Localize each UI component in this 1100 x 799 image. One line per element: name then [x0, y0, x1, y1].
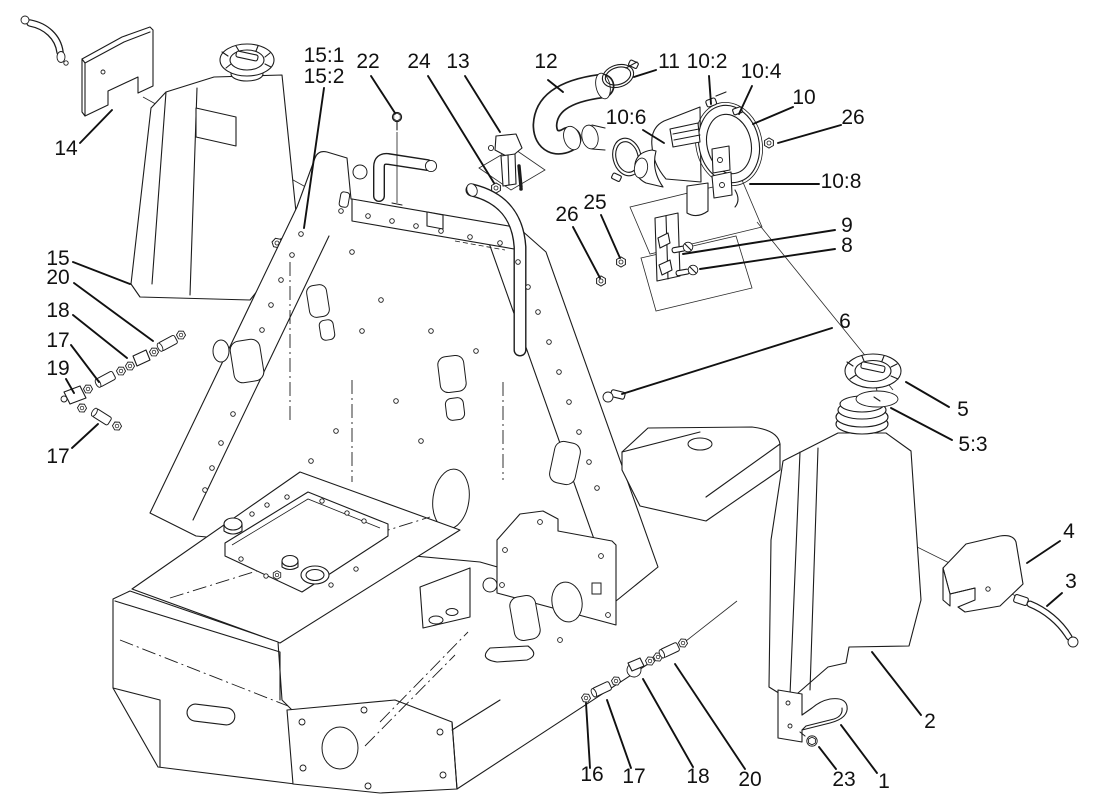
fuel-hose-3 [1013, 594, 1079, 648]
nut-26-lower [596, 275, 606, 287]
bolt-8 [675, 264, 699, 277]
left-tank-cap [219, 43, 275, 77]
bracket-4 [942, 535, 1024, 613]
bolt-9 [671, 241, 694, 254]
callout-25: 25 [583, 191, 606, 214]
callout-18-bottom: 18 [686, 765, 709, 788]
callout-13: 13 [446, 50, 469, 73]
fuel-hose-top-left [20, 15, 69, 66]
callout-4: 4 [1063, 520, 1075, 543]
fitting-chain-bottom [580, 636, 689, 705]
frame-side-plate [419, 510, 617, 663]
drain-valve-13 [478, 133, 546, 194]
callout-10-8: 10:8 [821, 170, 862, 193]
callout-8: 8 [841, 234, 853, 257]
right-tank-cap [844, 353, 902, 389]
callout-19: 19 [46, 357, 69, 380]
callout-14: 14 [54, 137, 78, 160]
callout-5: 5 [957, 398, 969, 421]
fitting-20-left [155, 334, 179, 353]
nut-25 [616, 256, 626, 268]
frame-engine-deck [223, 491, 389, 593]
bolt-23 [799, 731, 818, 747]
callout-22: 22 [356, 50, 379, 73]
callout-5-3: 5:3 [958, 433, 987, 456]
frame-fender-box [112, 590, 296, 785]
callout-leader-lines [65, 69, 1063, 774]
callout-17-lower: 17 [46, 445, 69, 468]
frame-small-holes [202, 208, 600, 493]
air-cleaner-assembly [532, 59, 774, 312]
callout-15: 15 [46, 247, 69, 270]
frame-right-platform [621, 426, 781, 522]
inlet-stub [581, 124, 606, 151]
callout-15-1: 15:1 [304, 44, 345, 67]
frame-front-panel [286, 699, 458, 794]
callout-20-bottom: 20 [738, 768, 761, 791]
fitting-17-lower [89, 406, 113, 427]
callout-9: 9 [841, 214, 853, 237]
left-fuel-tank [130, 43, 299, 301]
hose-clamp-10-6 [611, 137, 642, 182]
cap-gasket-5-3 [855, 380, 899, 408]
callout-15-2: 15:2 [304, 65, 345, 88]
elbow-fitting-18-left [132, 349, 151, 367]
callout-10-6: 10:6 [606, 106, 647, 129]
callout-6: 6 [839, 310, 851, 333]
air-cleaner-body [633, 91, 763, 217]
right-fuel-tank [768, 353, 922, 701]
callout-18-left: 18 [46, 299, 69, 322]
callout-3: 3 [1065, 570, 1077, 593]
callout-26-upper: 26 [841, 106, 864, 129]
callout-26-lower: 26 [555, 203, 578, 226]
bracket-1 [777, 689, 848, 747]
fitting-chain-left [60, 328, 188, 433]
callout-23: 23 [832, 768, 855, 791]
intake-hose-12 [532, 72, 615, 155]
mount-bracket-9-8 [640, 212, 753, 312]
hose-clamp-11 [601, 59, 639, 89]
bracket-14 [81, 26, 154, 117]
frame-loop-handle [373, 152, 438, 202]
callout-1: 1 [878, 770, 890, 793]
callout-10: 10 [792, 86, 815, 109]
frame-rollbar-tube [465, 183, 527, 357]
callout-17-left: 17 [46, 329, 69, 352]
callout-11: 11 [658, 50, 680, 73]
callout-labels: 14 15:1 15:2 22 24 13 12 11 10:2 10:4 10… [46, 44, 1077, 793]
nut-26-upper [764, 137, 774, 149]
right-tank-filler-neck [835, 395, 889, 435]
callout-10-4: 10:4 [741, 60, 782, 83]
callout-20-left: 20 [46, 266, 69, 289]
bolt-22 [391, 111, 403, 206]
callout-10-2: 10:2 [687, 50, 728, 73]
tank-window-cutout [195, 107, 237, 147]
hose-end-fitting [20, 15, 30, 25]
callout-17-bottom: 17 [622, 765, 645, 788]
callout-16: 16 [580, 763, 603, 786]
callout-12: 12 [534, 50, 557, 73]
callout-24: 24 [407, 50, 431, 73]
main-frame [112, 151, 781, 794]
bolt-6 [602, 389, 626, 403]
callout-2: 2 [924, 710, 936, 733]
nut-24 [491, 182, 501, 194]
fitting-20-bottom [657, 641, 681, 660]
tee-fitting-19 [63, 385, 87, 405]
